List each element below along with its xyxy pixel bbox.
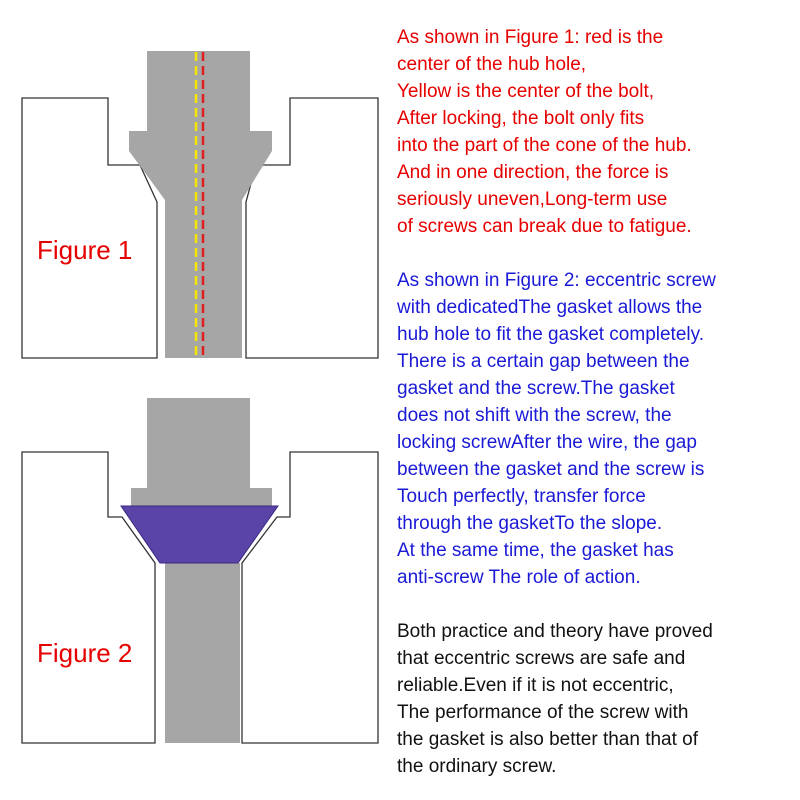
- p1-line: of screws can break due to fatigue.: [397, 216, 692, 237]
- figure2-bolt-head: [147, 398, 250, 488]
- p2-line: gasket and the screw.The gasket: [397, 378, 675, 399]
- p1-line: center of the hub hole,: [397, 54, 587, 75]
- p3-line: the gasket is also better than that of: [397, 729, 699, 750]
- p1-line: Yellow is the center of the bolt,: [397, 81, 655, 102]
- p1-line: And in one direction, the force is: [397, 162, 669, 183]
- paragraph-figure2-explanation: As shown in Figure 2: eccentric screw wit…: [397, 267, 792, 591]
- p2-line: Touch perfectly, transfer force: [397, 486, 646, 507]
- figure2-diagram: [21, 398, 379, 744]
- paragraph-figure1-explanation: As shown in Figure 1: red is the center o…: [397, 24, 792, 240]
- p2-line: As shown in Figure 2: eccentric screw: [397, 270, 716, 291]
- p2-line: does not shift with the screw, the: [397, 405, 672, 426]
- paragraph-conclusion: Both practice and theory have proved that…: [397, 618, 792, 780]
- p3-line: the ordinary screw.: [397, 756, 557, 777]
- p1-line: seriously uneven,Long-term use: [397, 189, 668, 210]
- p2-line: anti-screw The role of action.: [397, 567, 641, 588]
- figure2-gasket: [120, 505, 279, 564]
- p2-line: between the gasket and the screw is: [397, 459, 705, 480]
- p2-line: locking screwAfter the wire, the gap: [397, 432, 697, 453]
- figure2-hub-outline: [21, 451, 379, 744]
- figure2-label: Figure 2: [37, 638, 133, 668]
- p2-line: through the gasketTo the slope.: [397, 513, 663, 534]
- p2-line: with dedicatedThe gasket allows the: [397, 297, 703, 318]
- p3-line: Both practice and theory have proved: [397, 621, 713, 642]
- p1-line: As shown in Figure 1: red is the: [397, 27, 664, 48]
- p3-line: reliable.Even if it is not eccentric,: [397, 675, 674, 696]
- p3-line: that eccentric screws are safe and: [397, 648, 686, 669]
- figure1-hub-outline: [21, 97, 379, 359]
- p2-line: hub hole to fit the gasket completely.: [397, 324, 704, 345]
- p2-line: At the same time, the gasket has: [397, 540, 674, 561]
- figure2-bolt-shank: [165, 563, 240, 743]
- p1-line: into the part of the cone of the hub.: [397, 135, 692, 156]
- p1-line: After locking, the bolt only fits: [397, 108, 645, 129]
- p2-line: There is a certain gap between the: [397, 351, 690, 372]
- figure2-bolt-collar: [131, 488, 272, 506]
- p3-line: The performance of the screw with: [397, 702, 689, 723]
- figure1-diagram: [21, 51, 379, 359]
- figure1-bolt: [129, 51, 272, 358]
- figure1-label: Figure 1: [37, 235, 133, 265]
